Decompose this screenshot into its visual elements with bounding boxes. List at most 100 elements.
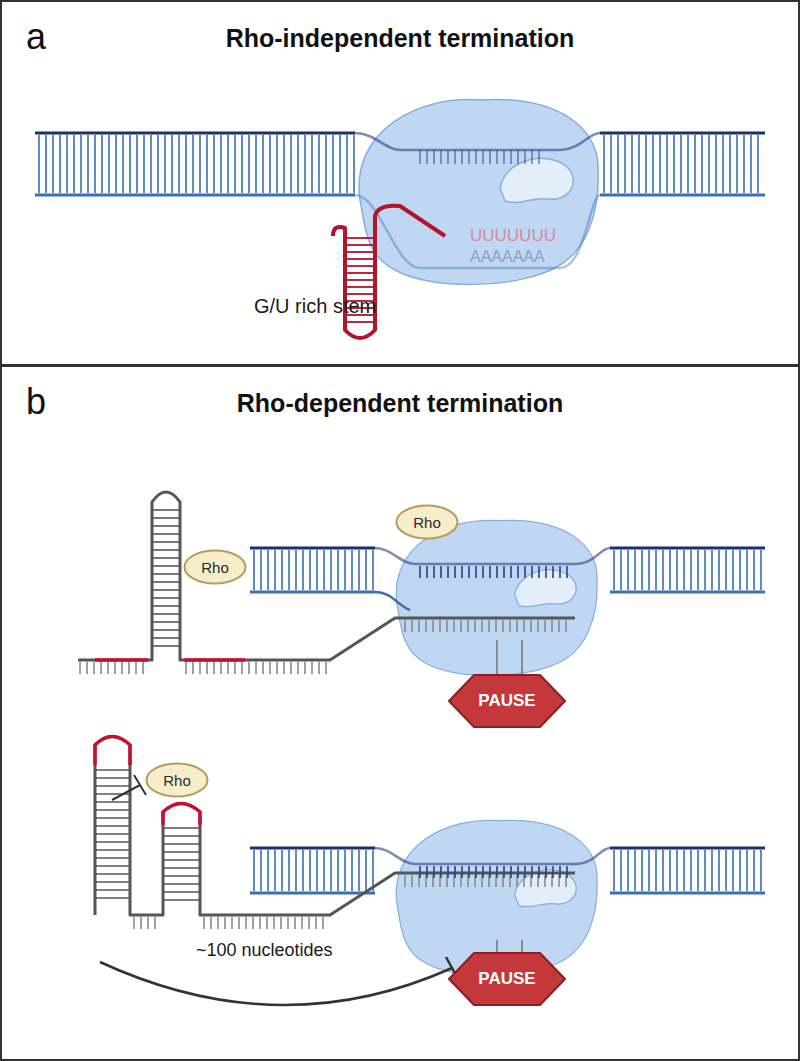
base-tick [496, 866, 498, 878]
base-pair [337, 550, 339, 590]
base-pair [302, 850, 304, 891]
base-tick [489, 866, 491, 878]
panel-letter: b [26, 381, 46, 423]
base-tick [482, 150, 484, 164]
base-tick [545, 866, 547, 878]
rna-polymerase [359, 100, 598, 285]
distance-bracket [100, 957, 458, 1005]
base-tick [154, 917, 156, 929]
base-pair [353, 135, 355, 193]
base-tick [419, 150, 421, 164]
base-tick [538, 866, 540, 878]
base-tick [283, 662, 285, 674]
base-tick [461, 866, 463, 878]
base-tick [447, 566, 449, 578]
base-tick [460, 620, 462, 632]
base-tick [552, 866, 554, 878]
base-tick [147, 917, 149, 929]
base-pair [267, 550, 269, 590]
stem-pair [152, 645, 180, 647]
base-tick [510, 566, 512, 578]
base-pair [59, 135, 61, 193]
stem-pair [345, 237, 375, 239]
base-tick [496, 566, 498, 578]
base-pair [631, 135, 633, 193]
base-tick [280, 917, 282, 929]
dna-strand [250, 892, 375, 895]
stem-pair [345, 321, 375, 323]
base-tick [311, 662, 313, 674]
base-pair [274, 550, 276, 590]
dna-strand [250, 591, 375, 594]
base-tick [538, 566, 540, 578]
base-pair [613, 850, 615, 891]
base-tick [234, 662, 236, 674]
base-pair [94, 135, 96, 193]
stem-pair [95, 897, 130, 899]
base-tick [135, 662, 137, 674]
base-tick [468, 566, 470, 578]
base-tick [468, 150, 470, 164]
stem-pair [95, 841, 130, 843]
base-pair [143, 135, 145, 193]
dna-duplex [250, 848, 765, 893]
base-tick [517, 866, 519, 878]
base-tick [322, 917, 324, 929]
base-pair [729, 135, 731, 193]
base-pair [757, 135, 759, 193]
stem-pair [95, 825, 130, 827]
dna-strand [375, 848, 610, 864]
base-pair [722, 135, 724, 193]
base-tick [544, 620, 546, 632]
base-pair [676, 550, 678, 590]
base-tick [482, 566, 484, 578]
dna-duplex [35, 133, 765, 195]
base-tick [433, 566, 435, 578]
base-tick [404, 875, 406, 887]
protein-name: Rho [201, 559, 229, 576]
base-tick [454, 150, 456, 164]
base-tick [538, 150, 540, 164]
panel-title: Rho-dependent termination [2, 389, 798, 418]
base-tick [304, 662, 306, 674]
base-pair [659, 135, 661, 193]
base-tick [517, 150, 519, 164]
pause-label: PAUSE [478, 969, 535, 989]
base-pair [337, 850, 339, 891]
base-pair [136, 135, 138, 193]
base-pair [253, 850, 255, 891]
base-tick [516, 620, 518, 632]
base-tick [453, 620, 455, 632]
base-pair [746, 550, 748, 590]
base-pair [309, 550, 311, 590]
base-pair [253, 550, 255, 590]
base-pair [694, 135, 696, 193]
base-tick [206, 662, 208, 674]
rho-outline [397, 506, 458, 539]
base-pair [206, 135, 208, 193]
base-tick [252, 917, 254, 929]
dna-sequence: AAAAAAA [470, 248, 545, 266]
stem-pair [152, 637, 180, 639]
base-tick [433, 866, 435, 878]
rna-hairpin [333, 206, 445, 338]
base-pair [676, 850, 678, 891]
base-pair [372, 550, 374, 590]
base-pair [732, 550, 734, 590]
base-pair [318, 135, 320, 193]
dna-strand [610, 591, 765, 594]
base-pair [248, 135, 250, 193]
base-tick [566, 866, 568, 878]
stem-pair [152, 605, 180, 607]
base-pair [73, 135, 75, 193]
base-tick [440, 566, 442, 578]
stem-pair [152, 533, 180, 535]
base-pair [648, 550, 650, 590]
base-tick [273, 917, 275, 929]
rho-protein: Rho [145, 762, 209, 798]
base-pair [641, 550, 643, 590]
base-pair [715, 135, 717, 193]
base-pair [269, 135, 271, 193]
base-pair [255, 135, 257, 193]
